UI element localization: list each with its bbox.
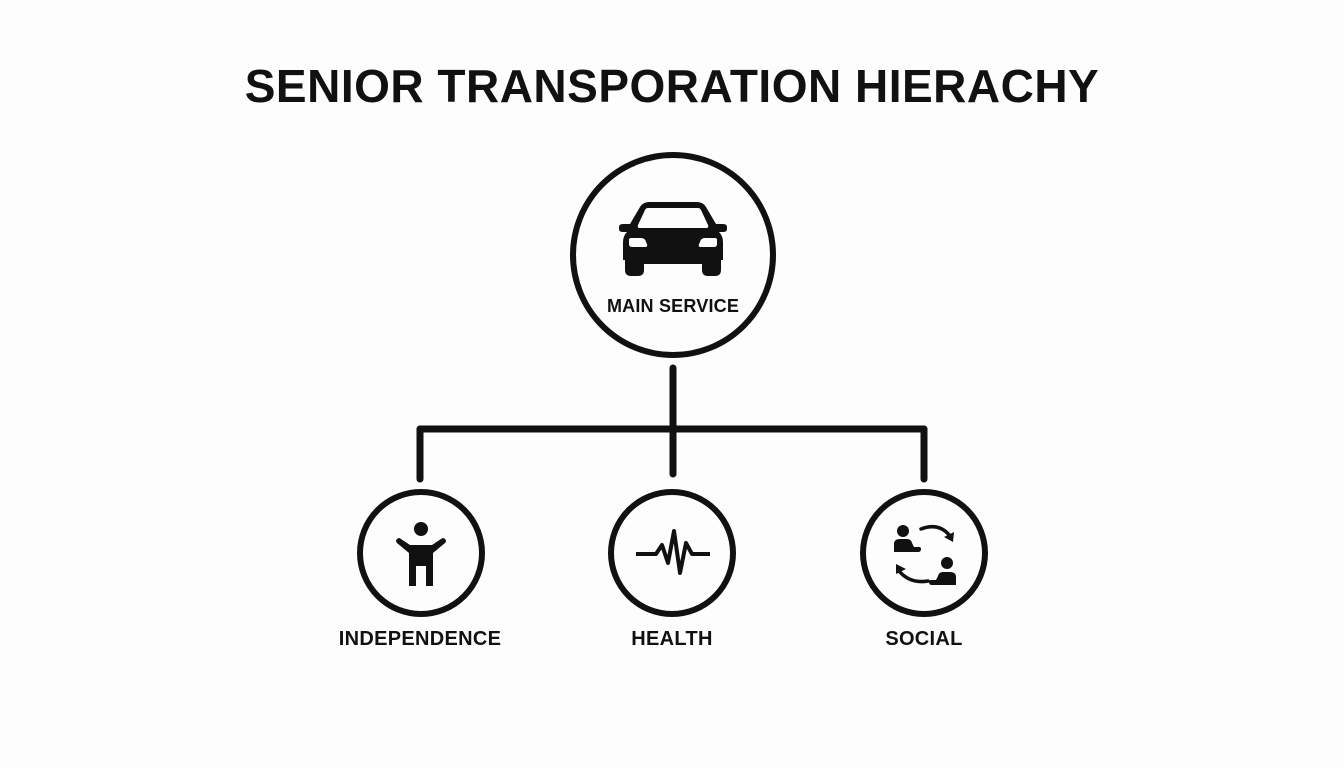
independence-label: INDEPENDENCE [338,628,502,650]
health-node [608,489,736,617]
heartbeat-icon [636,529,710,575]
people-exchange-icon [894,524,956,585]
independence-node [357,489,485,617]
main-service-node: MAIN SERVICE [570,152,776,358]
diagram-title: SENIOR TRANSPORATION HIERACHY [244,60,1100,112]
main-service-label: MAIN SERVICE [606,296,740,316]
car-icon [619,202,727,276]
health-label: HEALTH [631,628,713,650]
social-node [860,489,988,617]
social-label: SOCIAL [885,628,963,650]
person-icon [396,522,446,586]
